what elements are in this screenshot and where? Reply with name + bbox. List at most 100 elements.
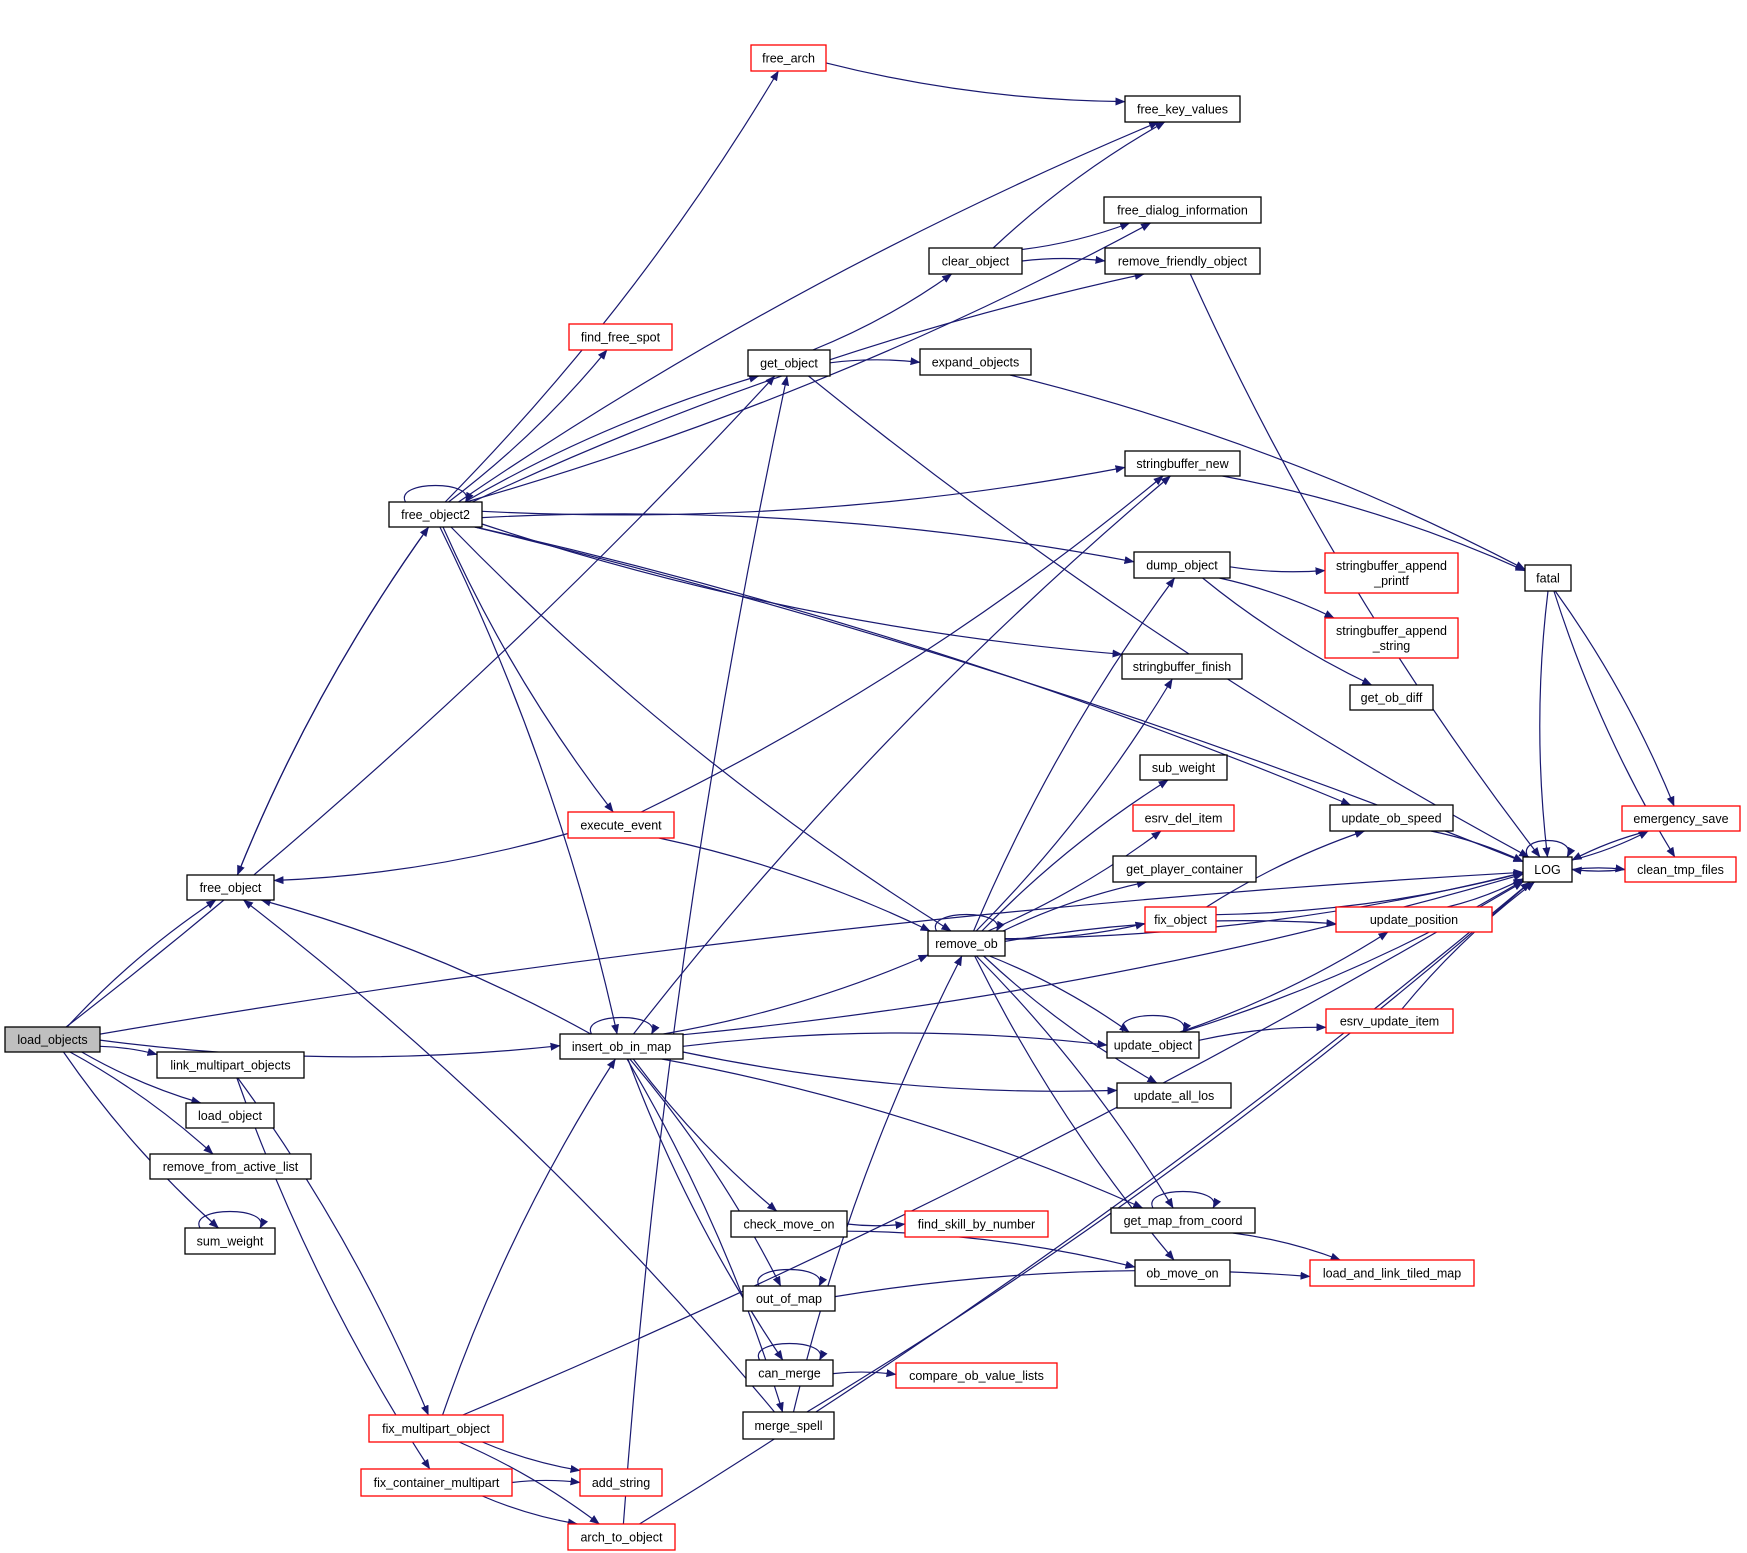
node-box[interactable] bbox=[742, 1285, 836, 1312]
node-box[interactable] bbox=[360, 1468, 513, 1497]
node-free-arch[interactable]: free_arch bbox=[750, 44, 827, 72]
node-get-player-container[interactable]: get_player_container bbox=[1112, 855, 1257, 883]
node-box[interactable] bbox=[184, 1227, 276, 1255]
node-box[interactable] bbox=[750, 44, 827, 72]
node-fix-object[interactable]: fix_object bbox=[1144, 906, 1217, 933]
node-get-ob-diff[interactable]: get_ob_diff bbox=[1349, 684, 1434, 711]
node-sub-weight[interactable]: sub_weight bbox=[1139, 754, 1228, 781]
node-box[interactable] bbox=[1349, 684, 1434, 711]
node-box[interactable] bbox=[919, 348, 1032, 376]
node-get-map-from-coord[interactable]: get_map_from_coord bbox=[1110, 1207, 1256, 1234]
node-box[interactable] bbox=[1325, 1008, 1454, 1034]
node-remove-from-active-list[interactable]: remove_from_active_list bbox=[149, 1153, 312, 1180]
node-can-merge[interactable]: can_merge bbox=[745, 1359, 834, 1387]
node-free-dialog-information[interactable]: free_dialog_information bbox=[1103, 196, 1262, 224]
node-load-and-link-tiled-map[interactable]: load_and_link_tiled_map bbox=[1309, 1259, 1475, 1287]
node-compare-ob-value-lists[interactable]: compare_ob_value_lists bbox=[895, 1362, 1058, 1389]
node-box[interactable] bbox=[1335, 906, 1493, 933]
node-box[interactable] bbox=[1324, 617, 1459, 659]
node-box[interactable] bbox=[1116, 1082, 1232, 1109]
node-box[interactable] bbox=[1106, 1031, 1200, 1059]
node-stringbuffer-new[interactable]: stringbuffer_new bbox=[1124, 450, 1241, 477]
node-box[interactable] bbox=[1112, 855, 1257, 883]
node-box[interactable] bbox=[895, 1362, 1058, 1389]
node-box[interactable] bbox=[1139, 754, 1228, 781]
node-box[interactable] bbox=[156, 1051, 305, 1079]
node-stringbuffer-append-string[interactable]: stringbuffer_append_string bbox=[1324, 617, 1459, 659]
node-box[interactable] bbox=[185, 1102, 275, 1129]
node-free-object[interactable]: free_object bbox=[186, 874, 275, 901]
node-execute-event[interactable]: execute_event bbox=[567, 811, 675, 839]
node-sum-weight[interactable]: sum_weight bbox=[184, 1227, 276, 1255]
node-load-object[interactable]: load_object bbox=[185, 1102, 275, 1129]
node-box[interactable] bbox=[927, 930, 1006, 957]
node-box[interactable] bbox=[1329, 804, 1454, 832]
node-box[interactable] bbox=[747, 349, 831, 377]
node-find-free-spot[interactable]: find_free_spot bbox=[568, 323, 673, 351]
node-free-object2[interactable]: free_object2 bbox=[388, 501, 483, 528]
node-get-object[interactable]: get_object bbox=[747, 349, 831, 377]
node-box[interactable] bbox=[388, 501, 483, 528]
node-box[interactable] bbox=[1522, 856, 1573, 883]
node-box[interactable] bbox=[1134, 1259, 1231, 1287]
node-update-ob-speed[interactable]: update_ob_speed bbox=[1329, 804, 1454, 832]
node-check-move-on[interactable]: check_move_on bbox=[730, 1210, 848, 1238]
node-out-of-map[interactable]: out_of_map bbox=[742, 1285, 836, 1312]
node-expand-objects[interactable]: expand_objects bbox=[919, 348, 1032, 376]
node-ob-move-on[interactable]: ob_move_on bbox=[1134, 1259, 1231, 1287]
node-box[interactable] bbox=[368, 1414, 504, 1443]
node-box[interactable] bbox=[730, 1210, 848, 1238]
node-remove-friendly-object[interactable]: remove_friendly_object bbox=[1104, 247, 1261, 275]
node-box[interactable] bbox=[1133, 551, 1231, 579]
node-link-multipart-objects[interactable]: link_multipart_objects bbox=[156, 1051, 305, 1079]
node-box[interactable] bbox=[559, 1033, 684, 1060]
node-box[interactable] bbox=[1132, 804, 1235, 832]
node-box[interactable] bbox=[1144, 906, 1217, 933]
node-box[interactable] bbox=[745, 1359, 834, 1387]
node-box[interactable] bbox=[1103, 196, 1262, 224]
node-box[interactable] bbox=[1124, 450, 1241, 477]
node-box[interactable] bbox=[1309, 1259, 1475, 1287]
node-update-all-los[interactable]: update_all_los bbox=[1116, 1082, 1232, 1109]
node-box[interactable] bbox=[1110, 1207, 1256, 1234]
node-box[interactable] bbox=[567, 1523, 676, 1551]
node-arch-to-object[interactable]: arch_to_object bbox=[567, 1523, 676, 1551]
node-box[interactable] bbox=[1624, 856, 1737, 883]
node-load-objects[interactable]: load_objects bbox=[4, 1026, 101, 1053]
node-emergency-save[interactable]: emergency_save bbox=[1621, 805, 1741, 832]
node-remove-ob[interactable]: remove_ob bbox=[927, 930, 1006, 957]
node-clear-object[interactable]: clear_object bbox=[928, 247, 1023, 275]
node-update-object[interactable]: update_object bbox=[1106, 1031, 1200, 1059]
node-box[interactable] bbox=[149, 1153, 312, 1180]
node-box[interactable] bbox=[567, 811, 675, 839]
node-stringbuffer-append-printf[interactable]: stringbuffer_append_printf bbox=[1324, 552, 1459, 594]
node-box[interactable] bbox=[1121, 653, 1243, 680]
node-box[interactable] bbox=[1324, 552, 1459, 594]
node-merge-spell[interactable]: merge_spell bbox=[742, 1411, 835, 1440]
node-box[interactable] bbox=[1621, 805, 1741, 832]
node-insert-ob-in-map[interactable]: insert_ob_in_map bbox=[559, 1033, 684, 1060]
node-stringbuffer-finish[interactable]: stringbuffer_finish bbox=[1121, 653, 1243, 680]
node-log[interactable]: LOG bbox=[1522, 856, 1573, 883]
node-esrv-del-item[interactable]: esrv_del_item bbox=[1132, 804, 1235, 832]
node-box[interactable] bbox=[579, 1468, 663, 1497]
node-box[interactable] bbox=[1104, 247, 1261, 275]
node-fatal[interactable]: fatal bbox=[1524, 564, 1572, 592]
node-free-key-values[interactable]: free_key_values bbox=[1124, 95, 1241, 123]
node-box[interactable] bbox=[742, 1411, 835, 1440]
node-find-skill-by-number[interactable]: find_skill_by_number bbox=[904, 1210, 1049, 1238]
node-box[interactable] bbox=[568, 323, 673, 351]
node-fix-multipart-object[interactable]: fix_multipart_object bbox=[368, 1414, 504, 1443]
node-box[interactable] bbox=[186, 874, 275, 901]
node-fix-container-multipart[interactable]: fix_container_multipart bbox=[360, 1468, 513, 1497]
node-clean-tmp-files[interactable]: clean_tmp_files bbox=[1624, 856, 1737, 883]
node-box[interactable] bbox=[1124, 95, 1241, 123]
node-box[interactable] bbox=[928, 247, 1023, 275]
node-box[interactable] bbox=[904, 1210, 1049, 1238]
node-dump-object[interactable]: dump_object bbox=[1133, 551, 1231, 579]
node-esrv-update-item[interactable]: esrv_update_item bbox=[1325, 1008, 1454, 1034]
node-update-position[interactable]: update_position bbox=[1335, 906, 1493, 933]
node-box[interactable] bbox=[1524, 564, 1572, 592]
node-box[interactable] bbox=[4, 1026, 101, 1053]
node-add-string[interactable]: add_string bbox=[579, 1468, 663, 1497]
